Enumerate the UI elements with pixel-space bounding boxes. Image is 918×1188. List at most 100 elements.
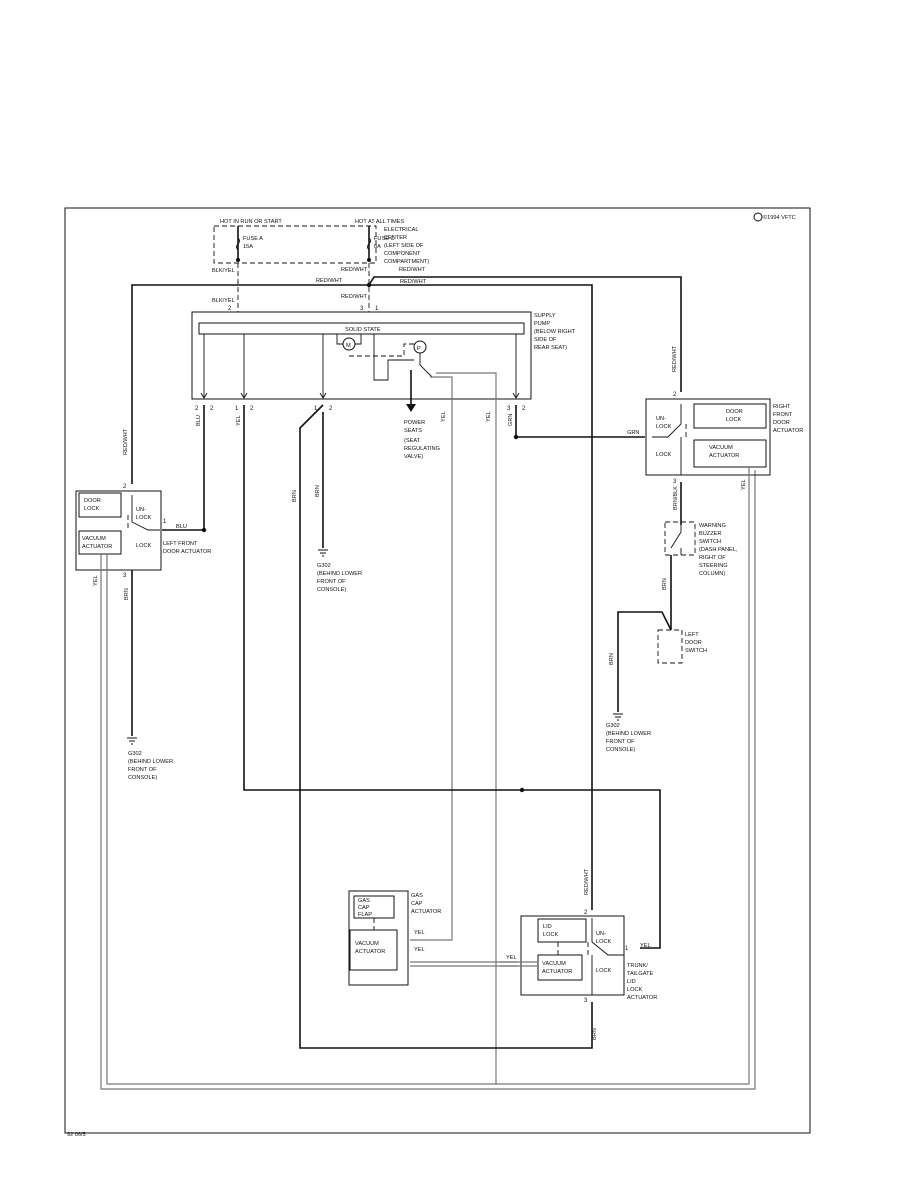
gas-cap-yel-2: YEL	[414, 947, 425, 953]
right-door-label-4: ACTUATOR	[773, 428, 803, 434]
hot-run-start-label: HOT IN RUN OR START	[220, 219, 282, 225]
left-door-switch-icon	[131, 495, 160, 531]
right-vacuum-2: ACTUATOR	[709, 453, 739, 459]
warning-buzzer-5: RIGHT OF	[699, 555, 726, 561]
g302-right-4: CONSOLE)	[606, 747, 635, 753]
wire-label-brn-1: BRN	[292, 490, 298, 502]
g302-right-1: G302	[606, 723, 620, 729]
warning-buzzer-3: SWITCH	[699, 539, 721, 545]
copyright-text: ©1994 VFTC	[763, 214, 796, 221]
pump-bottom-pin-2c: 2	[250, 406, 254, 412]
supply-pump-label-4: SIDE OF	[534, 337, 557, 343]
ground-g302-left: G302 (BEHIND LOWER FRONT OF CONSOLE)	[127, 737, 173, 781]
warning-buzzer-1: WARNING	[699, 523, 726, 529]
left-front-door-actuator: DOOR LOCK VACUUM ACTUATOR UN- LOCK LOCK …	[75, 484, 211, 579]
right-door-lock-2: LOCK	[726, 417, 742, 423]
g302-left-1: G302	[128, 751, 142, 757]
right-unlock-1: UN-	[656, 416, 666, 422]
electrical-center-label-4: COMPONENT	[384, 251, 421, 257]
g302-center-4: CONSOLE)	[317, 587, 346, 593]
electrical-center-label-3: (LEFT SIDE OF	[384, 243, 424, 249]
footer-code: 92 06/5	[67, 1132, 86, 1138]
warning-buzzer-6: STEERING	[699, 563, 728, 569]
fuse-a-rating: 15A	[243, 244, 253, 250]
right-lock: LOCK	[656, 452, 672, 458]
wire-label-yel-pump-2: YEL	[486, 411, 492, 422]
g302-center-3: FRONT OF	[317, 579, 346, 585]
wire-label-brn-2: BRN	[592, 1028, 598, 1040]
pump-pin-2: 2	[228, 306, 232, 312]
gas-cap-actuator: GAS CAP FLAP VACUUM ACTUATOR GAS CAP ACT…	[348, 890, 441, 986]
electrical-center-label-2: CENTER	[384, 235, 407, 241]
wire-label-grn-1: GRN	[508, 414, 514, 426]
wire-label-brn-blk: BRN/BLK	[673, 486, 679, 510]
trunk-yel: YEL	[506, 955, 517, 961]
power-seats-3: (SEAT	[404, 438, 421, 444]
gas-cap-vacuum-2: ACTUATOR	[355, 949, 385, 955]
warning-buzzer-4: (DASH PANEL,	[699, 547, 738, 553]
gas-cap-flap-1: GAS	[358, 898, 370, 904]
trunk-vacuum-1: VACUUM	[542, 961, 566, 967]
trunk-lid-lock-2: LOCK	[543, 932, 559, 938]
g302-left-3: FRONT OF	[128, 767, 157, 773]
left-door-label-2: DOOR ACTUATOR	[163, 549, 211, 555]
wire-label-red-wht-3: RED/WHT	[316, 278, 343, 284]
warning-buzzer-2: BUZZER	[699, 531, 721, 537]
right-door-lock-box	[693, 403, 767, 429]
left-door-switch-box	[657, 629, 683, 664]
gas-cap-yel-1: YEL	[414, 930, 425, 936]
left-door-switch: LEFT DOOR SWITCH	[657, 629, 707, 664]
g302-right-2: (BEHIND LOWER	[606, 731, 651, 737]
left-door-outer	[75, 490, 162, 571]
trunk-lid-lock-actuator: LID LOCK VACUUM ACTUATOR UN- LOCK LOCK 2…	[506, 910, 657, 1004]
buzzer-switch-icon	[670, 525, 682, 555]
ground-g302-center: G302 (BEHIND LOWER FRONT OF CONSOLE)	[317, 549, 362, 593]
pump-bottom-pin-1b: 1	[314, 406, 318, 412]
supply-pump-label-1: SUPPLY	[534, 313, 556, 319]
copyright-icon	[753, 212, 763, 222]
pressure-symbol: P	[417, 346, 421, 352]
pump-bottom-pin-2e: 2	[522, 406, 526, 412]
supply-pump-label-5: REAR SEAT)	[534, 345, 567, 351]
motor-symbol: M	[346, 343, 351, 349]
wire-label-brn-right-ground: BRN	[609, 653, 615, 665]
right-door-pin-3: 3	[673, 479, 677, 485]
electrical-center-label-5: COMPARTMENT)	[384, 259, 429, 265]
electrical-center-label-1: ELECTRICAL	[384, 227, 419, 233]
gas-cap-label-3: ACTUATOR	[411, 909, 441, 915]
right-unlock-2: LOCK	[656, 424, 672, 430]
gas-cap-flap-3: FLAP	[358, 912, 372, 918]
right-door-label-3: DOOR	[773, 420, 790, 426]
left-door-label-1: LEFT FRONT	[163, 541, 198, 547]
right-door-switch-icon	[652, 404, 682, 475]
supply-pump-label-3: (BELOW RIGHT	[534, 329, 576, 335]
left-unlock-1: UN-	[136, 507, 146, 513]
solid-state-label: SOLID STATE	[345, 327, 381, 333]
right-door-outer	[645, 398, 771, 476]
right-front-door-actuator: DOOR LOCK VACUUM ACTUATOR UN- LOCK LOCK …	[645, 392, 803, 485]
wire-label-red-wht-7: RED/WHT	[123, 428, 129, 455]
left-lock: LOCK	[136, 543, 152, 549]
ground-icon	[318, 549, 328, 557]
pump-bottom-pin-2a: 2	[195, 406, 199, 412]
wire-label-red-wht-6: RED/WHT	[672, 345, 678, 372]
fuse-c-name: FUSE C	[374, 236, 395, 242]
fuse-a-icon	[236, 237, 240, 251]
right-door-label-2: FRONT	[773, 412, 793, 418]
left-door-switch-2: DOOR	[685, 640, 702, 646]
electrical-center-box	[213, 225, 377, 264]
fuse-a-name: FUSE A	[243, 236, 263, 242]
gas-cap-flap-2: CAP	[358, 905, 370, 911]
copyright-logo: ©1994 VFTC	[753, 212, 796, 222]
wire-label-grn-2: GRN	[627, 430, 639, 436]
left-door-pin-1: 1	[163, 519, 167, 525]
wire-label-red-wht-5: RED/WHT	[341, 294, 368, 300]
wire-label-yel-left: YEL	[93, 575, 99, 586]
g302-center-2: (BEHIND LOWER	[317, 571, 362, 577]
wire-label-yel-trunk: YEL	[640, 943, 651, 949]
trunk-label-1: TRUNK/	[627, 963, 648, 969]
gas-cap-outer	[348, 890, 409, 986]
warning-buzzer-7: COLUMN)	[699, 571, 725, 577]
supply-pump-label-2: PUMP	[534, 321, 550, 327]
power-seats-1: POWER	[404, 420, 425, 426]
